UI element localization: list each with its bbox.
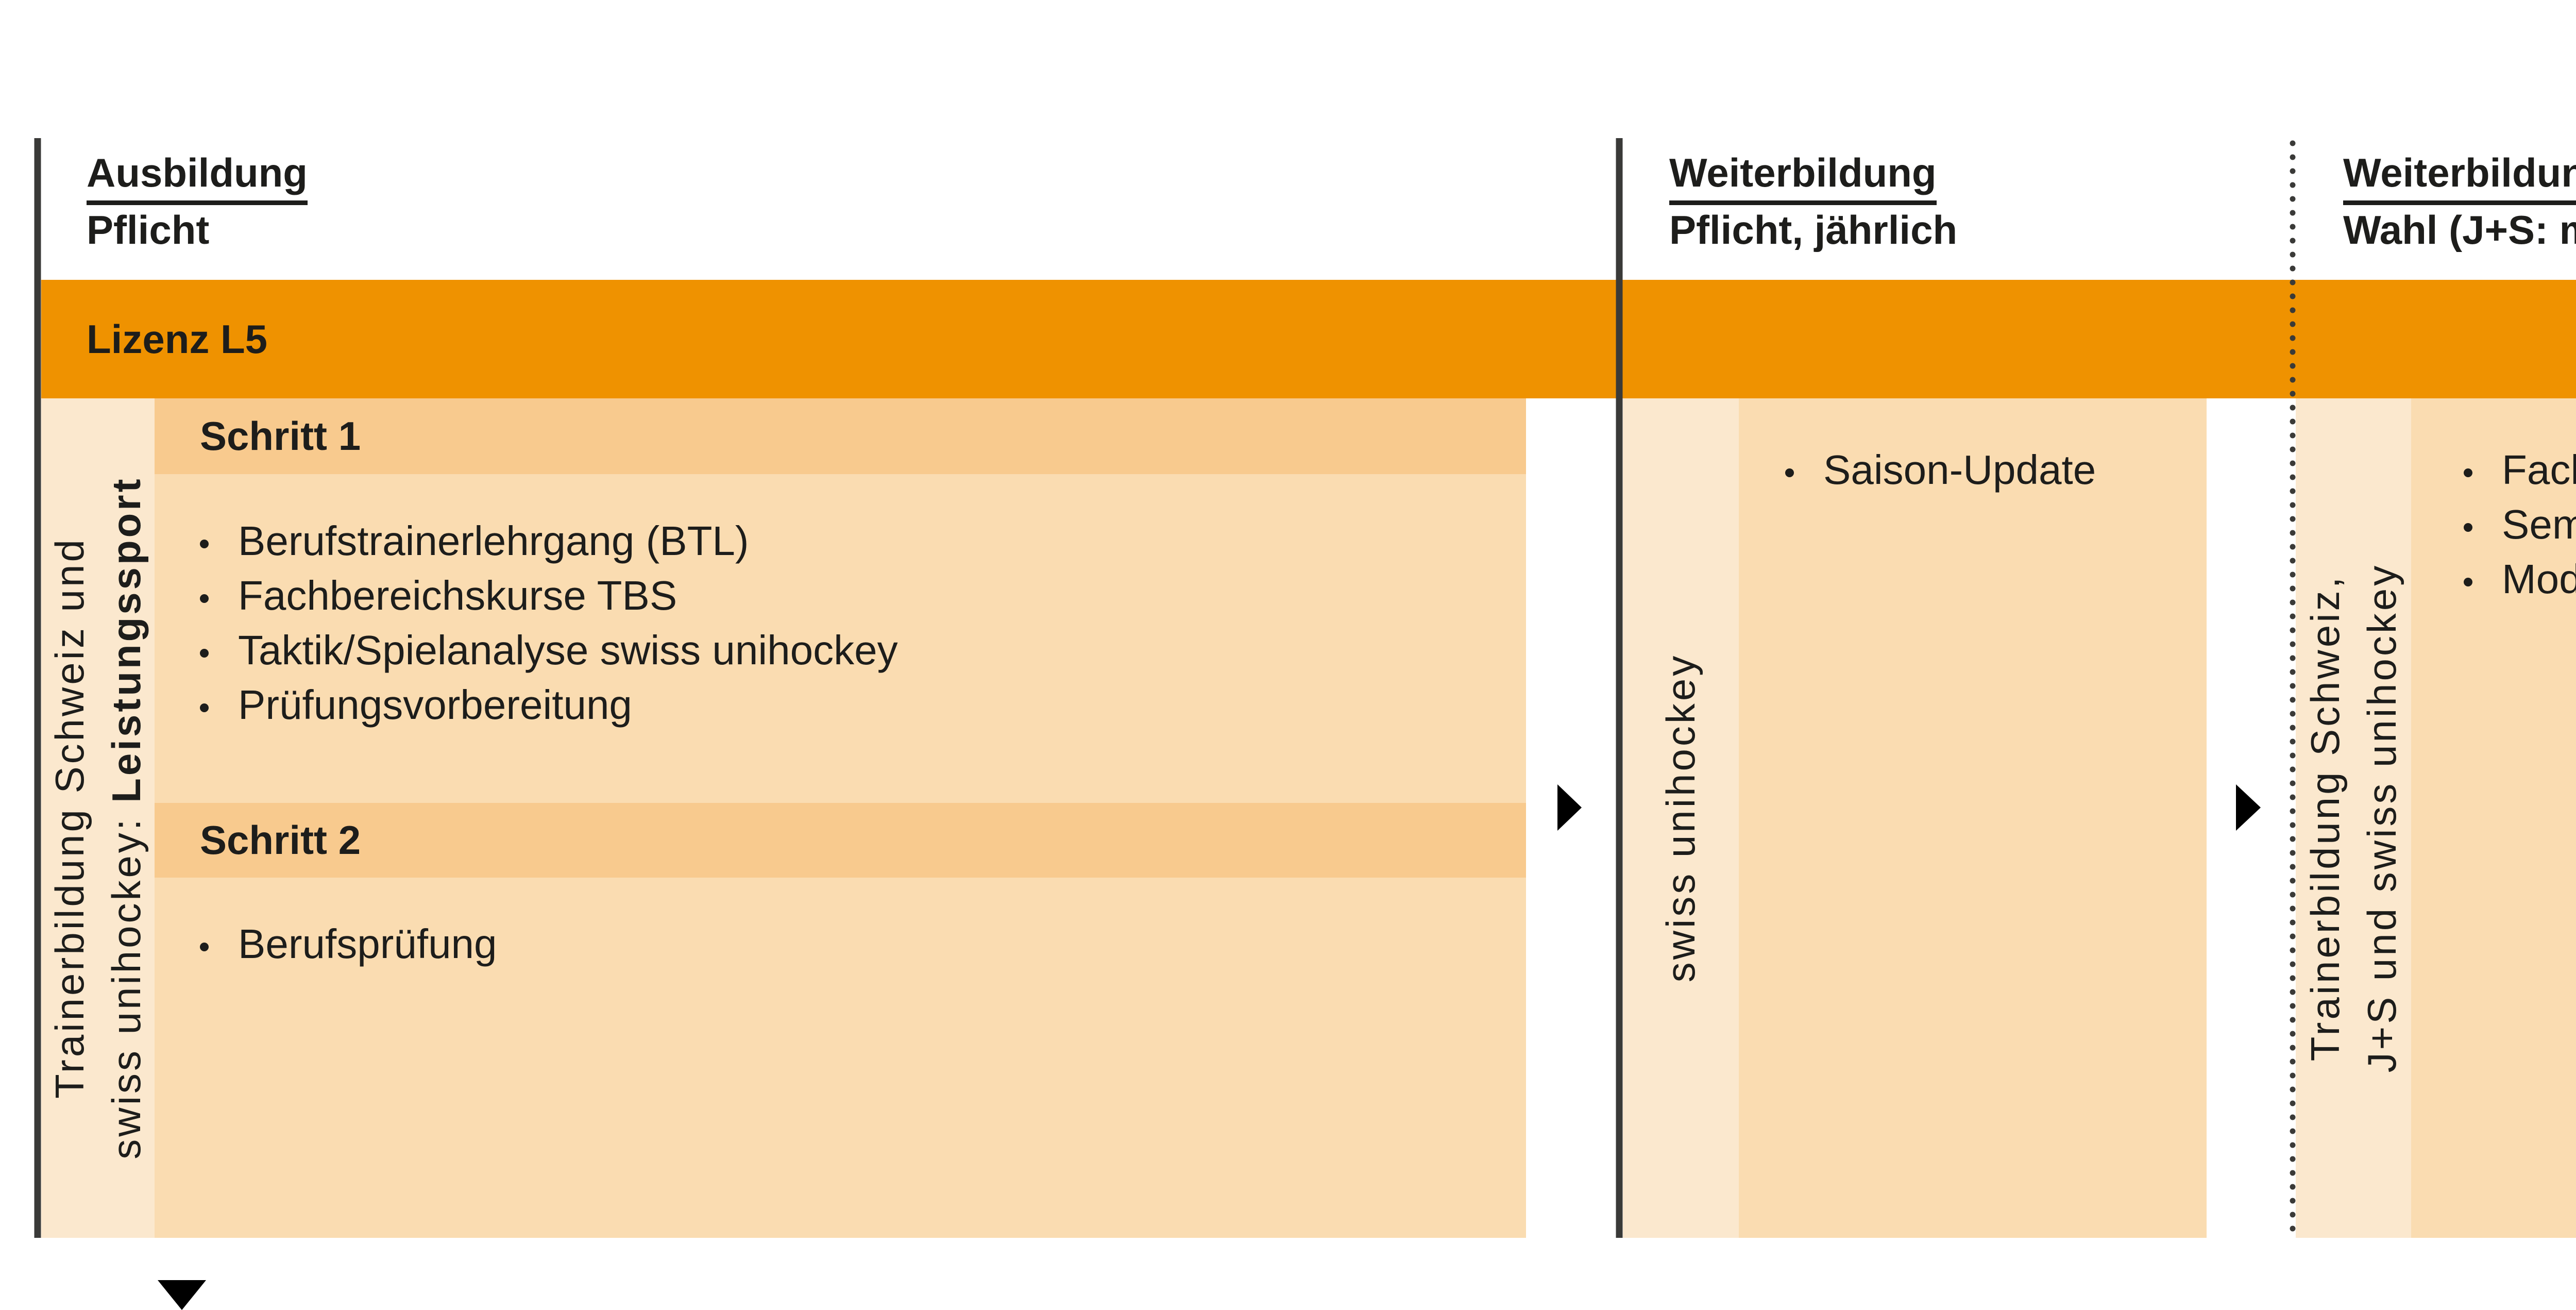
header-subtitle: Pflicht, jährlich [1669,207,1958,253]
header-subtitle: Wahl (J+S: mind. alle 2 Jahre) [2343,207,2576,253]
vertical-label-line: swiss unihockey: Leistungssport [98,476,155,1159]
schritt-2-title: Schritt 2 [200,817,361,863]
header-title-text: Ausbildung [87,148,308,205]
header-weiterbildung-wahl: Weiterbildung Wahl (J+S: mind. alle 2 Ja… [2343,148,2576,255]
ausbildung-strip-vertical-label: Trainerbildung Schweiz und swiss unihock… [41,476,155,1159]
bullet-dot-icon [200,942,209,951]
vertical-label-line: Trainerbildung Schweiz, [2302,574,2348,1062]
weiterbildung-wahl-side-strip [2296,398,2411,1238]
header-ausbildung: Ausbildung Pflicht [87,148,308,255]
list-item: Module J+S-Weiterbildung [2464,552,2576,607]
schritt-1-band: Schritt 1 [155,398,1526,474]
list-item-text: Berufstrainerlehrgang (BTL) [238,518,749,564]
list-item: Fachbereichskurse TBS [200,568,898,623]
list-item-text: Taktik/Spielanalyse swiss unihockey [238,627,898,673]
weiterbildung-pflicht-side-strip [1623,398,1739,1238]
weiterbildung-pflicht-item-list: Saison-Update [1785,443,2096,497]
list-item: Seminare / MTT [2464,497,2576,552]
bullet-dot-icon [2464,523,2472,532]
list-item-text: Prüfungsvorbereitung [238,682,632,728]
vertical-label-bold: Leistungssport [104,476,149,803]
list-item: Fachbereichskurse TBS [2464,443,2576,497]
schritt-2-item-list: Berufsprüfung [200,917,497,971]
list-item: Taktik/Spielanalyse swiss unihockey [200,623,898,678]
list-item-text: Berufsprüfung [238,921,497,967]
bullet-dot-icon [2464,468,2472,477]
lizenz-banner-label: Lizenz L5 [87,316,268,362]
bullet-dot-icon [200,703,209,712]
weiterbildung-wahl-content-block [2411,398,2576,1238]
schritt-1-title: Schritt 1 [200,413,361,459]
weiterbildung-wahl-item-list: Fachbereichskurse TBS Seminare / MTT Mod… [2464,443,2576,607]
header-title: Weiterbildung [1669,148,1957,205]
list-item-text: Fachbereichskurse TBS [238,573,677,618]
vertical-label-regular: swiss unihockey: [104,802,149,1160]
header-title: Weiterbildung [2343,148,2576,205]
bullet-dot-icon [1785,468,1794,477]
list-item-text: Seminare / MTT [2502,501,2576,547]
list-item: Berufsprüfung [200,917,497,971]
bullet-dot-icon [200,648,209,658]
header-title: Ausbildung [87,148,308,205]
vertical-label-line: swiss unihockey [1658,653,1703,983]
lizenz-banner: Lizenz L5 [41,280,2576,398]
header-title-text: Weiterbildung [2343,148,2576,205]
right-arrow-icon [2236,784,2261,831]
header-title-text: Weiterbildung [1669,148,1937,205]
header-weiterbildung-pflicht: Weiterbildung Pflicht, jährlich [1669,148,1957,255]
weiterbildung-pflicht-strip-vertical-label: swiss unihockey [1652,653,1709,983]
list-item-text: Fachbereichskurse TBS [2502,447,2576,493]
down-triangle-icon [158,1280,206,1310]
bullet-dot-icon [200,539,209,548]
vertical-label-line: J+S und swiss unihockey [2359,563,2404,1073]
list-item: Saison-Update [1785,443,2096,497]
bullet-dot-icon [200,594,209,603]
list-item: Berufstrainerlehrgang (BTL) [200,514,898,568]
header-subtitle: Pflicht [87,207,210,253]
list-item: Prüfungsvorbereitung [200,678,898,732]
schritt-1-item-list: Berufstrainerlehrgang (BTL) Fachbereichs… [200,514,898,732]
list-item-text: Saison-Update [1823,447,2096,493]
bullet-dot-icon [2464,577,2472,586]
weiterbildung-pflicht-content-block [1739,398,2207,1238]
vertical-label-line: Trainerbildung Schweiz und [47,537,92,1099]
list-item-text: Module J+S-Weiterbildung [2502,556,2576,602]
ausbildung-side-strip [41,398,155,1238]
schritt-2-band: Schritt 2 [155,803,1526,878]
weiterbildung-wahl-strip-vertical-label: Trainerbildung Schweiz, J+S und swiss un… [2297,563,2410,1073]
right-arrow-icon [1557,784,1582,831]
